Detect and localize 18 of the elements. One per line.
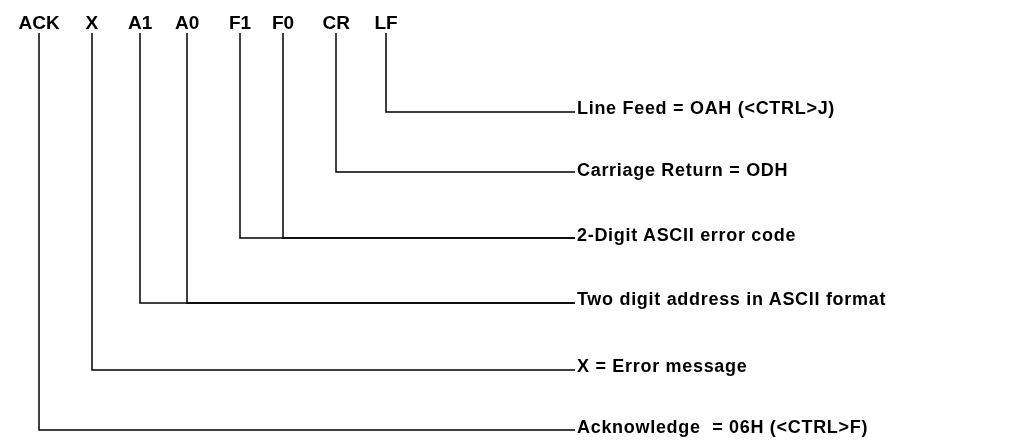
leader-line bbox=[385, 32, 576, 113]
leader-line bbox=[335, 32, 576, 173]
leader-line bbox=[38, 32, 576, 431]
field-name: ACK bbox=[18, 13, 60, 32]
field-name: F1 bbox=[229, 13, 252, 32]
field-name: LF bbox=[374, 13, 398, 32]
field-description: Two digit address in ASCII format bbox=[577, 290, 887, 308]
field-description: 2-Digit ASCII error code bbox=[577, 226, 797, 244]
field-name: A1 bbox=[128, 13, 153, 32]
field-description: Acknowledge = 06H (<CTRL>F) bbox=[577, 418, 869, 436]
field-name: A0 bbox=[175, 13, 200, 32]
leader-line bbox=[91, 32, 576, 371]
field-name: F0 bbox=[272, 13, 295, 32]
field-name: X bbox=[85, 13, 99, 32]
field-description: X = Error message bbox=[577, 357, 748, 375]
field-name: CR bbox=[322, 13, 350, 32]
field-description: Carriage Return = ODH bbox=[577, 161, 789, 179]
field-description: Line Feed = OAH (<CTRL>J) bbox=[577, 99, 836, 117]
